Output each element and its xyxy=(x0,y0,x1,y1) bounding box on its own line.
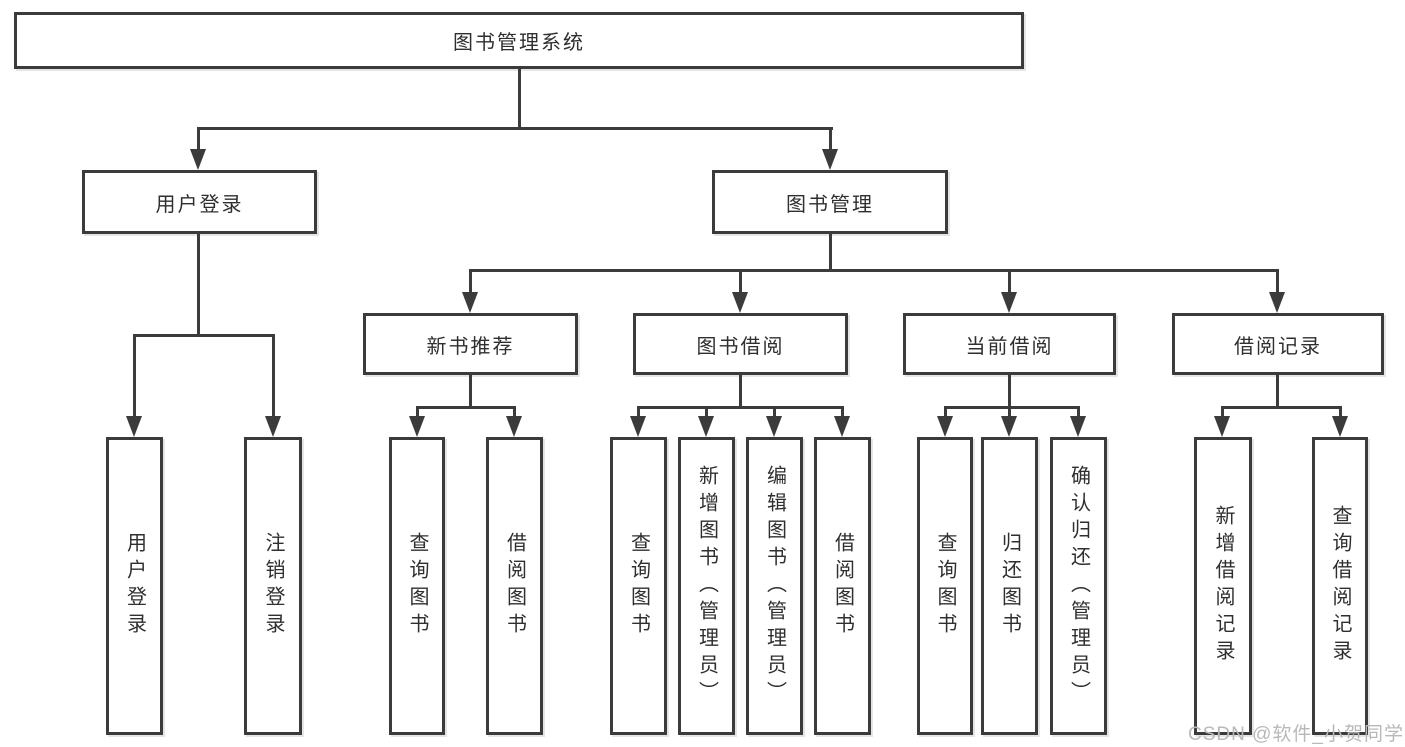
connector-line xyxy=(1221,406,1342,409)
node-label: 新书推荐 xyxy=(426,335,515,358)
connector-line xyxy=(1339,406,1342,419)
node-label: 图书管理系统 xyxy=(453,32,585,54)
node-label: 图书借阅 xyxy=(696,335,785,358)
connector-line xyxy=(637,406,844,409)
connector-line xyxy=(705,406,708,419)
connector-line xyxy=(739,375,742,408)
leaf-label: 编辑图书（管理员） xyxy=(763,464,786,708)
connector-line xyxy=(1008,269,1011,295)
leaf-label: 借阅图书 xyxy=(831,532,854,640)
connector-line xyxy=(133,334,275,337)
leaf-query-books: 查询图书 xyxy=(389,437,445,735)
connector-line xyxy=(513,406,516,419)
arrow-down-icon xyxy=(1214,416,1230,437)
leaf-label: 注销登录 xyxy=(262,532,284,640)
connector-line xyxy=(773,406,776,419)
node-label: 用户登录 xyxy=(155,193,244,216)
arrow-down-icon xyxy=(462,292,478,313)
leaf-logout: 注销登录 xyxy=(244,437,302,735)
watermark-text: CSDN @软件_小贺同学 xyxy=(1188,724,1404,745)
node-book-management: 图书管理 xyxy=(712,170,948,234)
arrow-down-icon xyxy=(1070,416,1086,437)
arrow-down-icon xyxy=(630,416,646,437)
leaf-label: 查询图书 xyxy=(627,532,650,640)
connector-line xyxy=(944,406,1080,409)
leaf-borrow-books: 借阅图书 xyxy=(486,437,543,735)
connector-line xyxy=(416,406,419,419)
arrow-down-icon xyxy=(126,416,142,437)
connector-line xyxy=(1221,406,1224,419)
node-book-borrow: 图书借阅 xyxy=(633,313,848,375)
leaf-label: 新增借阅记录 xyxy=(1212,505,1234,667)
connector-line xyxy=(1008,406,1011,419)
leaf-add-book-admin: 新增图书（管理员） xyxy=(678,437,735,735)
leaf-label: 查询图书 xyxy=(406,532,428,640)
arrow-down-icon xyxy=(506,416,522,437)
arrow-down-icon xyxy=(1269,292,1285,313)
arrow-down-icon xyxy=(190,149,206,170)
leaf-return-books: 归还图书 xyxy=(981,437,1038,735)
node-current-borrow: 当前借阅 xyxy=(903,313,1116,375)
connector-line xyxy=(469,269,472,295)
leaf-borrow-books-2: 借阅图书 xyxy=(814,437,871,735)
leaf-query-books-3: 查询图书 xyxy=(917,437,973,735)
leaf-label: 用户登录 xyxy=(123,532,146,640)
node-borrow-records: 借阅记录 xyxy=(1172,313,1384,375)
leaf-confirm-return-admin: 确认归还（管理员） xyxy=(1050,437,1107,735)
connector-line xyxy=(1276,269,1279,295)
node-label: 借阅记录 xyxy=(1234,335,1322,358)
arrow-down-icon xyxy=(409,416,425,437)
leaf-label: 新增图书（管理员） xyxy=(695,464,718,708)
arrow-down-icon xyxy=(1001,416,1017,437)
arrow-down-icon xyxy=(834,416,850,437)
connector-line xyxy=(469,375,472,408)
node-label: 图书管理 xyxy=(786,193,874,216)
leaf-label: 查询图书 xyxy=(934,532,956,640)
arrow-down-icon xyxy=(766,416,782,437)
connector-line xyxy=(1008,375,1011,408)
leaf-edit-book-admin: 编辑图书（管理员） xyxy=(746,437,803,735)
arrow-down-icon xyxy=(1332,416,1348,437)
arrow-down-icon xyxy=(732,292,748,313)
connector-line xyxy=(416,406,516,409)
arrow-down-icon xyxy=(265,416,281,437)
connector-line xyxy=(944,406,947,419)
connector-line xyxy=(739,269,742,295)
leaf-query-books-2: 查询图书 xyxy=(610,437,667,735)
leaf-label: 查询借阅记录 xyxy=(1329,505,1351,667)
leaf-add-borrow-record: 新增借阅记录 xyxy=(1194,437,1252,735)
connector-line xyxy=(133,334,136,417)
arrow-down-icon xyxy=(822,149,838,170)
leaf-query-borrow-record: 查询借阅记录 xyxy=(1312,437,1368,735)
leaf-user-login: 用户登录 xyxy=(106,437,163,735)
connector-line xyxy=(197,127,200,151)
leaf-label: 归还图书 xyxy=(998,532,1021,640)
connector-line xyxy=(197,234,200,337)
connector-line xyxy=(637,406,640,419)
connector-line xyxy=(841,406,844,419)
connector-line xyxy=(469,269,1279,272)
arrow-down-icon xyxy=(698,416,714,437)
connector-line xyxy=(829,127,832,151)
arrow-down-icon xyxy=(1001,292,1017,313)
connector-line xyxy=(829,234,832,272)
leaf-label: 借阅图书 xyxy=(503,532,526,640)
node-library-management-system: 图书管理系统 xyxy=(14,12,1024,69)
arrow-down-icon xyxy=(937,416,953,437)
connector-line xyxy=(1077,406,1080,419)
connector-line xyxy=(518,69,521,129)
node-user-login: 用户登录 xyxy=(82,170,317,234)
node-new-book-recommend: 新书推荐 xyxy=(363,313,578,375)
connector-line xyxy=(272,334,275,417)
leaf-label: 确认归还（管理员） xyxy=(1067,464,1090,708)
connector-line xyxy=(1276,375,1279,408)
node-label: 当前借阅 xyxy=(965,335,1054,358)
connector-line xyxy=(197,127,833,130)
